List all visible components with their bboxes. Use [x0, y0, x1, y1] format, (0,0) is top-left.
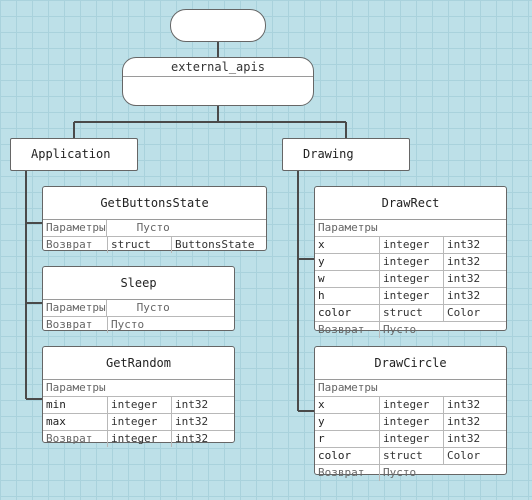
param-row: y integer int32 — [315, 414, 506, 431]
return-value: Пусто — [107, 317, 234, 333]
param-kind: integer — [107, 397, 171, 413]
param-row: y integer int32 — [315, 254, 506, 271]
param-name: min — [46, 398, 66, 411]
param-row: x integer int32 — [315, 237, 506, 254]
group-drawing: Drawing — [282, 138, 410, 171]
param-type: int32 — [443, 237, 506, 253]
param-kind: struct — [379, 448, 443, 464]
param-kind: integer — [379, 414, 443, 430]
param-type: int32 — [443, 397, 506, 413]
param-name: x — [318, 398, 325, 411]
param-type: int32 — [443, 288, 506, 304]
param-type: int32 — [443, 254, 506, 270]
group-drawing-label: Drawing — [303, 147, 354, 161]
return-row: Возврат Пусто — [315, 322, 506, 338]
param-kind: integer — [379, 254, 443, 270]
param-name: max — [46, 415, 66, 428]
param-kind: integer — [379, 397, 443, 413]
param-kind: integer — [379, 288, 443, 304]
param-type: int32 — [171, 397, 234, 413]
function-title: GetRandom — [43, 347, 234, 380]
params-row: Параметры — [43, 380, 234, 397]
param-kind: integer — [107, 414, 171, 430]
return-value: Пусто — [379, 322, 506, 338]
param-type: int32 — [171, 414, 234, 430]
param-row: x integer int32 — [315, 397, 506, 414]
param-row: w integer int32 — [315, 271, 506, 288]
params-value: Пусто — [105, 300, 170, 316]
param-type: int32 — [443, 271, 506, 287]
param-kind: integer — [379, 271, 443, 287]
function-drawcircle: DrawCircle Параметры x integer int32 y i… — [314, 346, 507, 481]
param-name: y — [318, 255, 325, 268]
param-type: int32 — [443, 414, 506, 430]
function-getbuttonsstate: GetButtonsState Параметры Пусто Возврат … — [42, 186, 267, 253]
param-row: r integer int32 — [315, 431, 506, 448]
param-name: w — [318, 272, 325, 285]
params-label: Параметры — [46, 301, 106, 314]
function-title: DrawCircle — [315, 347, 506, 380]
param-row: max integer int32 — [43, 414, 234, 431]
params-row: Параметры — [315, 220, 506, 237]
param-type: Color — [443, 305, 506, 321]
param-row: min integer int32 — [43, 397, 234, 414]
return-type: int32 — [171, 431, 234, 447]
return-row: Возврат Пусто — [315, 465, 506, 481]
params-label: Параметры — [46, 221, 106, 234]
function-title: GetButtonsState — [43, 187, 266, 220]
return-kind: integer — [107, 431, 171, 447]
return-row: Возврат Пусто — [43, 317, 234, 333]
return-label: Возврат — [46, 318, 93, 331]
return-label: Возврат — [46, 432, 93, 445]
return-row: Возврат struct ButtonsState — [43, 237, 266, 253]
params-row: Параметры Пусто — [43, 300, 234, 317]
params-value: Пусто — [105, 220, 170, 236]
return-type: ButtonsState — [171, 237, 266, 253]
param-row: color struct Color — [315, 448, 506, 465]
param-name: x — [318, 238, 325, 251]
param-name: y — [318, 415, 325, 428]
function-title: Sleep — [43, 267, 234, 300]
param-type: Color — [443, 448, 506, 464]
param-name: color — [318, 449, 352, 462]
params-label: Параметры — [318, 381, 378, 394]
group-application-label: Application — [31, 147, 111, 161]
params-label: Параметры — [46, 381, 106, 394]
root-node: external_apis — [122, 57, 314, 106]
function-drawrect: DrawRect Параметры x integer int32 y int… — [314, 186, 507, 338]
return-kind: struct — [107, 237, 171, 253]
param-name: r — [318, 432, 325, 445]
function-getrandom: GetRandom Параметры min integer int32 ma… — [42, 346, 235, 447]
params-label: Параметры — [318, 221, 378, 234]
return-value: Пусто — [379, 465, 506, 481]
params-row: Параметры Пусто — [43, 220, 266, 237]
function-title: DrawRect — [315, 187, 506, 220]
param-row: h integer int32 — [315, 288, 506, 305]
return-label: Возврат — [46, 238, 93, 251]
return-label: Возврат — [318, 323, 365, 336]
param-type: int32 — [443, 431, 506, 447]
root-title: external_apis — [123, 58, 313, 77]
param-row: color struct Color — [315, 305, 506, 322]
return-row: Возврат integer int32 — [43, 431, 234, 447]
param-kind: integer — [379, 431, 443, 447]
param-kind: struct — [379, 305, 443, 321]
params-row: Параметры — [315, 380, 506, 397]
param-name: color — [318, 306, 352, 319]
start-terminal — [170, 9, 266, 42]
function-sleep: Sleep Параметры Пусто Возврат Пусто — [42, 266, 235, 333]
param-name: h — [318, 289, 325, 302]
param-kind: integer — [379, 237, 443, 253]
group-application: Application — [10, 138, 138, 171]
return-label: Возврат — [318, 466, 365, 479]
